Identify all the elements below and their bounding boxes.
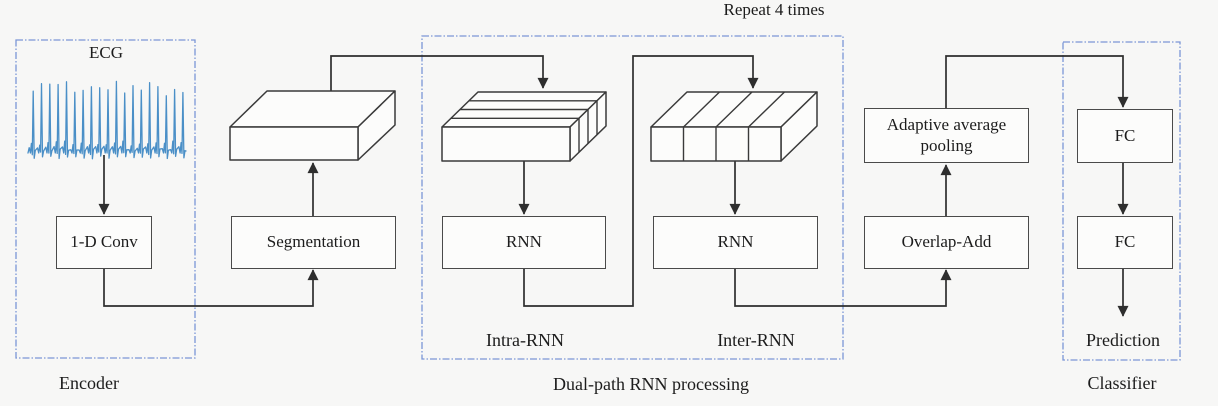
intra-rnn-label: Intra-RNN [486,330,564,350]
adaptive-pooling-box: Adaptive average pooling [864,108,1029,163]
repeat-note: Repeat 4 times [723,0,825,19]
inter-chunks-cuboid [650,91,818,162]
inter-rnn-box: RNN [653,216,818,269]
intra-rnn-box: RNN [442,216,606,269]
wire-pooling-to-fc1 [945,55,1129,108]
fc2-box: FC [1077,216,1173,269]
tensor-cuboid [229,90,396,161]
fc1-box: FC [1077,109,1173,163]
classifier-group-box [1062,41,1181,361]
dual-path-group-box [421,35,844,360]
overlap-add-box: Overlap-Add [864,216,1029,269]
ecg-waveform [27,80,187,160]
segmentation-box: Segmentation [231,216,396,269]
wire-tensor-to-intra-chunks [330,55,549,92]
prediction-label: Prediction [1086,330,1160,350]
intra-chunks-cuboid [441,91,607,162]
wire-conv-to-segmentation [103,268,319,307]
classifier-group-label: Classifier [1087,373,1157,393]
ecg-label: ECG [89,43,123,62]
encoder-group-label: Encoder [59,373,119,393]
inter-rnn-label: Inter-RNN [717,330,795,350]
wire-intra-rnn-to-inter-chunks [523,55,759,307]
conv-box: 1-D Conv [56,216,152,269]
wire-inter-rnn-to-overlap-add [734,269,952,307]
encoder-group-box [15,39,196,359]
dual-path-group-label: Dual-path RNN processing [553,374,749,394]
